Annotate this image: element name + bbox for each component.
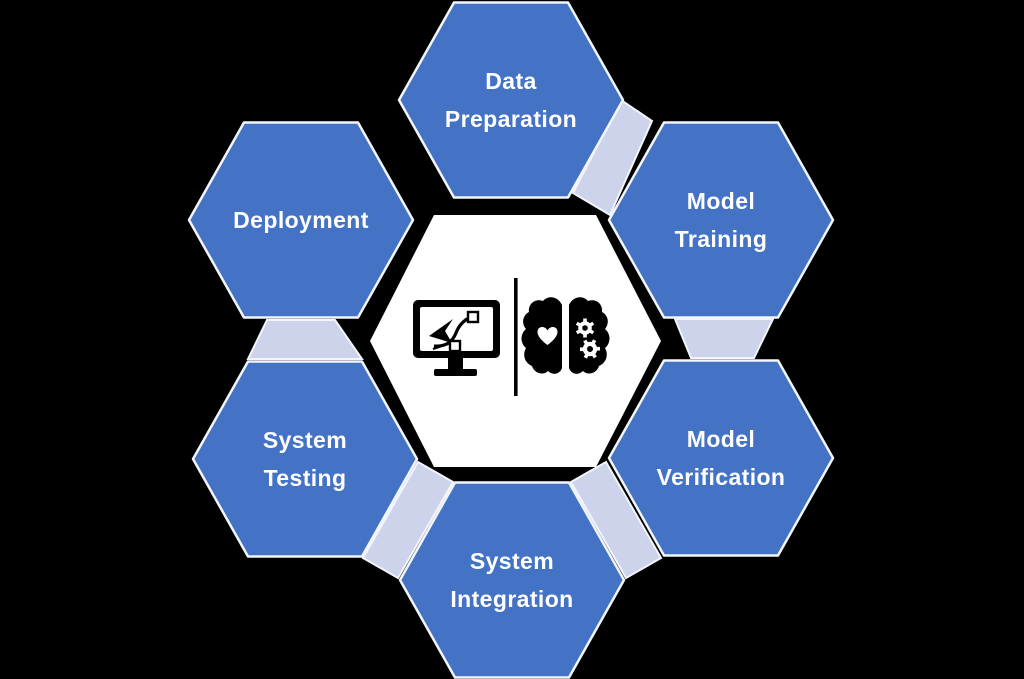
hexagon-model-verification bbox=[607, 359, 835, 557]
anchor-point-top bbox=[466, 310, 480, 324]
connector-bottom-right bbox=[569, 460, 663, 580]
hexagon-system-integration bbox=[398, 481, 626, 679]
hexagon-data-preparation bbox=[397, 1, 625, 199]
monitor-base bbox=[434, 369, 477, 376]
heart-icon bbox=[537, 326, 558, 345]
connector-right bbox=[673, 318, 775, 359]
bezier-handle-line bbox=[432, 342, 452, 350]
gear-hole bbox=[582, 325, 588, 331]
gear-icon-lower bbox=[579, 339, 601, 359]
hexagon-deployment bbox=[187, 121, 415, 319]
connector-left bbox=[246, 319, 364, 360]
connector-bottom-left bbox=[361, 460, 455, 580]
gear-hole bbox=[587, 346, 593, 352]
hexagon-model-training bbox=[607, 121, 835, 319]
pen-cursor-arrow bbox=[429, 319, 453, 343]
vector-design-monitor-icon bbox=[413, 300, 500, 376]
monitor-neck bbox=[448, 357, 463, 370]
hexagon-system-testing bbox=[191, 360, 419, 558]
stage-hexagons bbox=[187, 1, 835, 679]
gear-icon-upper bbox=[575, 318, 595, 338]
brain-right-hemisphere bbox=[569, 297, 610, 374]
connectors bbox=[246, 98, 775, 580]
divider-line bbox=[514, 278, 518, 396]
anchor-point-bottom bbox=[448, 339, 462, 353]
ai-brain-icon bbox=[521, 297, 610, 374]
